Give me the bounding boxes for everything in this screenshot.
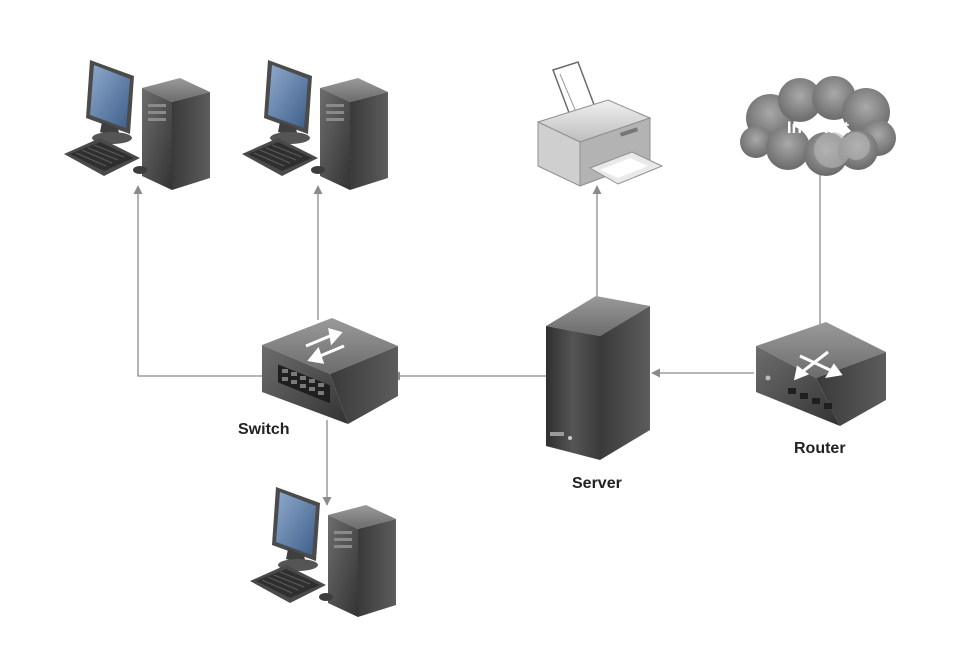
internet-label: Internet [787, 118, 850, 137]
edges [133, 168, 825, 506]
switch-label: Switch [238, 421, 290, 438]
edge-switch-pc1 [133, 185, 262, 377]
desktop-computer-icon [63, 59, 211, 191]
router-icon [756, 322, 886, 426]
cloud-icon: Internet [740, 76, 896, 176]
server-label: Server [572, 475, 622, 492]
desktop-computer-icon [249, 486, 397, 618]
router-label: Router [794, 440, 846, 457]
network-switch-icon [262, 318, 398, 424]
desktop-computer-icon [241, 59, 389, 191]
server-tower-icon [546, 296, 650, 460]
printer-icon [536, 61, 664, 187]
